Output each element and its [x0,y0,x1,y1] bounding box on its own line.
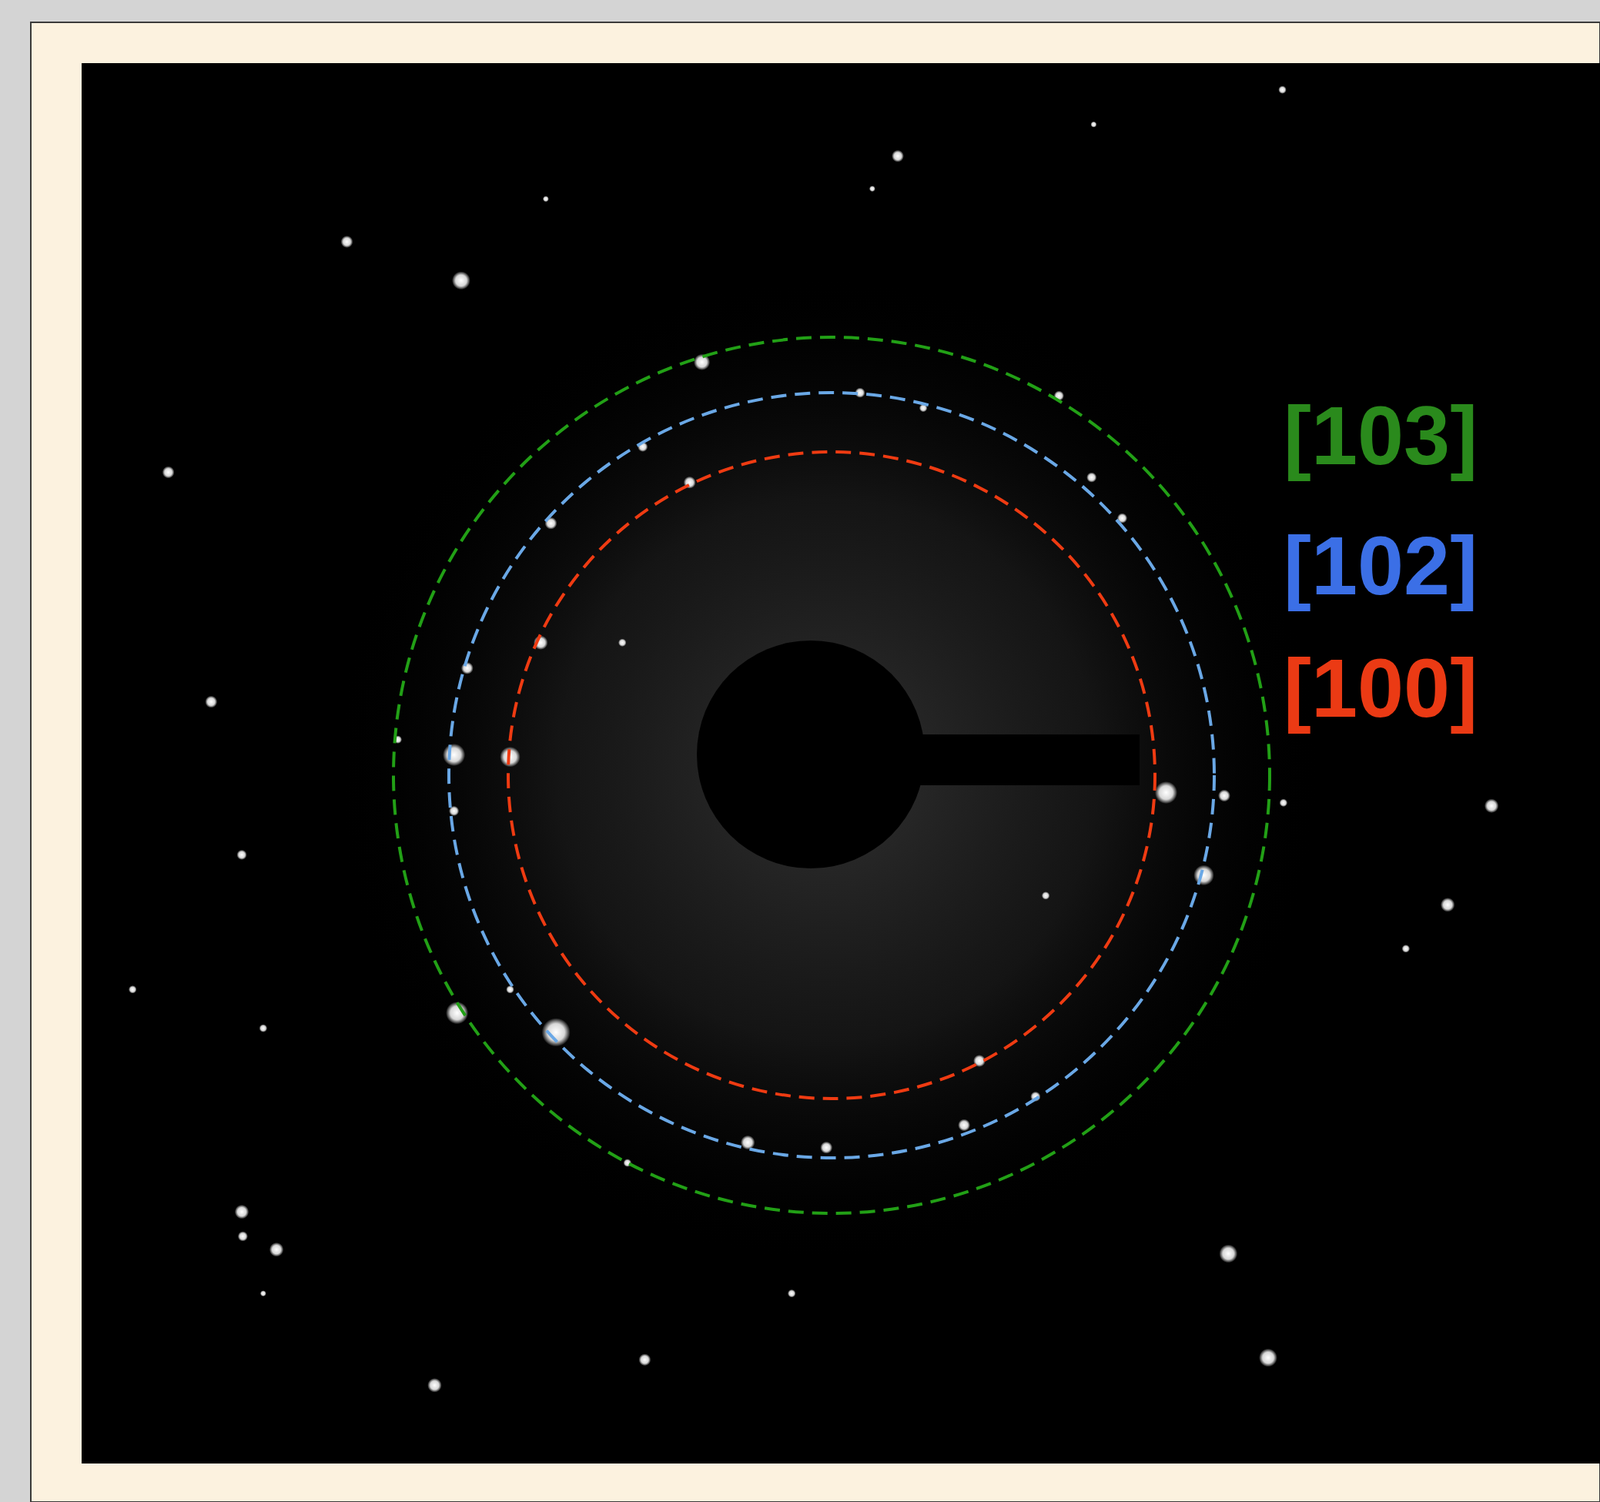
diffraction-spot [128,985,138,995]
diffraction-spot [891,150,904,163]
ring-index-label: [103] [1283,394,1478,478]
diffraction-spots [128,85,1499,1393]
diffraction-spot [259,1024,268,1033]
diffraction-spot [442,743,466,767]
diffraction-spot [341,235,354,248]
diffraction-spot [1402,944,1411,954]
diffraction-spot [236,850,247,861]
diffraction-spot [427,1378,442,1393]
diffuse-halo [334,277,1321,1263]
diffraction-spot [740,1135,756,1151]
diffraction-spot [1086,471,1097,483]
diffraction-spot [820,1141,833,1155]
diffraction-spot [957,1119,971,1132]
diffraction-spot [234,1205,250,1220]
frame-panel [30,22,1600,1502]
ring-102 [448,392,1215,1159]
diffraction-spot [1218,789,1231,803]
diffraction-spot [869,185,876,192]
diffraction-spot [269,1242,285,1258]
diffraction-spot [1090,121,1097,128]
beam-stop-rod [885,734,1140,786]
diffraction-spot [204,696,218,709]
ring-103 [393,337,1270,1214]
ring-index-label: [102] [1283,524,1478,608]
diffraction-spot [787,1289,797,1299]
diffraction-spot [461,662,474,675]
diffraction-spot [237,1231,248,1242]
diffraction-spot [1218,1245,1238,1264]
diffraction-spot [1041,891,1051,901]
diffraction-spot [451,271,471,290]
ring-100 [508,451,1155,1099]
diffraction-spot [505,985,515,995]
diffraction-spot [542,195,549,202]
diffraction-image [81,63,1600,1464]
diffraction-spot [1279,798,1289,807]
diffraction-spot [638,1353,651,1366]
diffraction-spot [1278,85,1287,94]
diffraction-spot [1484,798,1500,814]
diffraction-spot [1193,865,1215,887]
ring-index-label: [100] [1283,646,1478,730]
diffraction-spot [1440,897,1456,913]
diffraction-spot [618,638,627,647]
diffraction-spot [1154,781,1178,804]
diffraction-spot [260,1290,267,1297]
diffraction-spot [162,466,175,479]
diffraction-spot [1258,1348,1278,1368]
